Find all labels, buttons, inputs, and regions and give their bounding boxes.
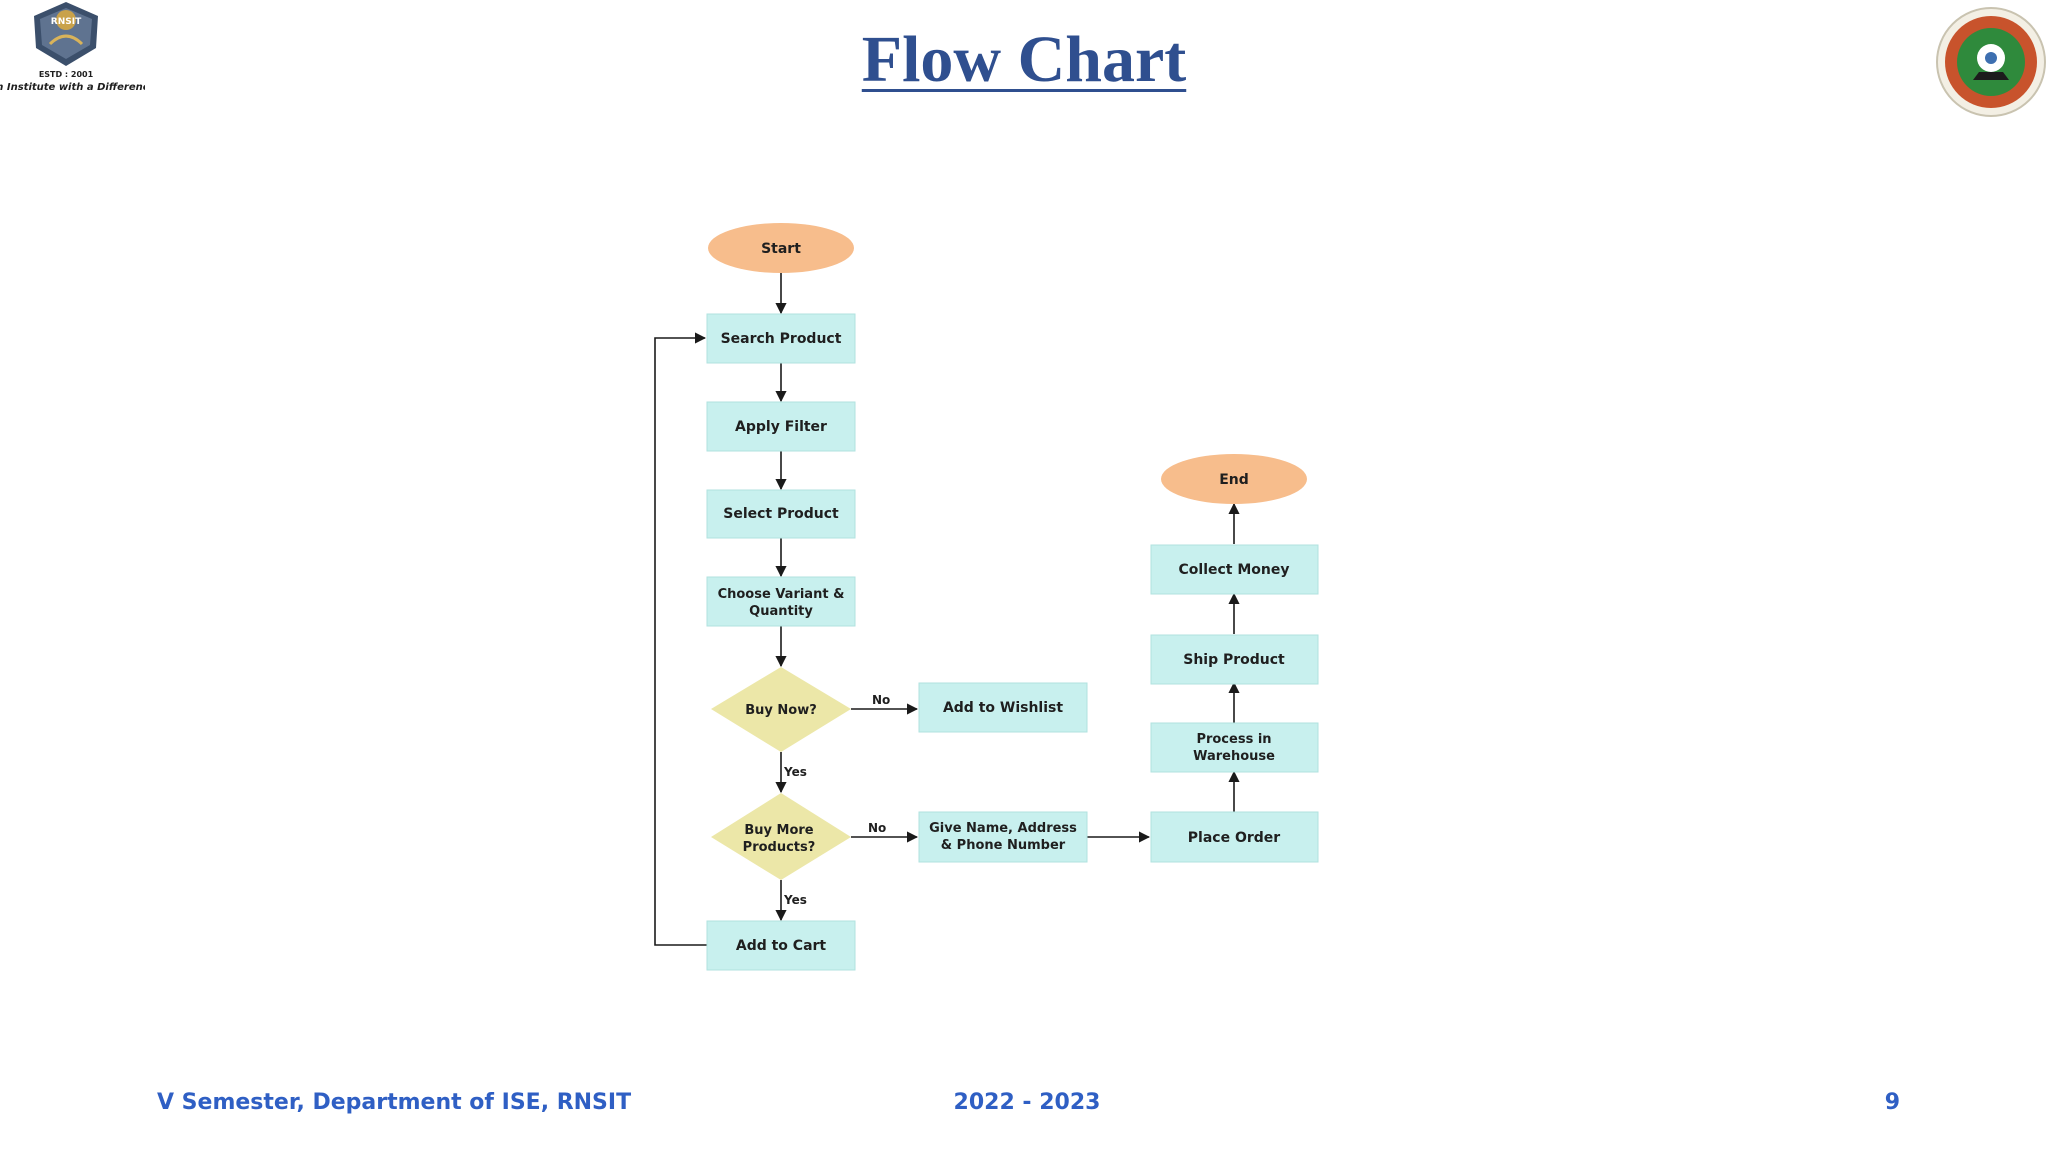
- edge-label-buynow-yes: Yes: [783, 765, 807, 779]
- node-address: Give Name, Address & Phone Number: [918, 811, 1088, 863]
- node-buymore-shape: [711, 793, 851, 880]
- node-buynow-label: Buy Now?: [745, 703, 817, 718]
- node-variant-label-line2: Quantity: [749, 604, 813, 619]
- node-place-label: Place Order: [1188, 830, 1280, 846]
- node-variant: Choose Variant & Quantity: [706, 576, 856, 627]
- node-collect-shape: [1150, 544, 1319, 595]
- node-end-label: End: [1219, 472, 1249, 488]
- node-start-shape: [708, 223, 854, 273]
- node-filter-label: Apply Filter: [735, 419, 827, 435]
- edge-cart-loop-search: [654, 332, 707, 946]
- node-search-shape: [706, 313, 856, 364]
- node-buymore: Buy More Products?: [711, 793, 851, 880]
- logo-estd: ESTD : 2001: [39, 70, 94, 79]
- node-collect-label: Collect Money: [1179, 562, 1290, 578]
- node-end: End: [1161, 454, 1307, 504]
- node-buynow: Buy Now?: [711, 667, 851, 752]
- node-address-label-line2: & Phone Number: [941, 838, 1066, 853]
- node-cart-shape: [706, 920, 856, 971]
- node-filter-shape: [706, 401, 856, 452]
- node-ship-shape: [1150, 634, 1319, 685]
- node-address-label-line1: Give Name, Address: [929, 821, 1077, 836]
- slide-title: Flow Chart: [861, 23, 1187, 96]
- node-start: Start: [708, 223, 854, 273]
- node-ship-label: Ship Product: [1183, 652, 1285, 668]
- node-wishlist-shape: [918, 682, 1088, 733]
- node-warehouse: Process in Warehouse: [1150, 722, 1319, 773]
- node-search-label: Search Product: [721, 331, 842, 347]
- node-variant-label-line1: Choose Variant &: [718, 587, 845, 602]
- node-filter: Apply Filter: [706, 401, 856, 452]
- node-collect: Collect Money: [1150, 544, 1319, 595]
- edge-labels: No Yes No Yes: [783, 693, 890, 907]
- node-wishlist: Add to Wishlist: [918, 682, 1088, 733]
- node-search: Search Product: [706, 313, 856, 364]
- node-select-label: Select Product: [723, 506, 839, 522]
- footer-department: V Semester, Department of ISE, RNSIT: [157, 1090, 632, 1115]
- node-select: Select Product: [706, 489, 856, 539]
- edge-label-buymore-yes: Yes: [783, 893, 807, 907]
- edge-label-buymore-no: No: [868, 821, 886, 835]
- logo-tagline: An Institute with a Difference: [0, 82, 145, 93]
- node-select-shape: [706, 489, 856, 539]
- node-buynow-shape: [711, 667, 851, 752]
- node-cart-label: Add to Cart: [736, 938, 827, 954]
- footer-year: 2022 - 2023: [953, 1090, 1101, 1115]
- footer-page-number: 9: [1884, 1090, 1900, 1115]
- node-buymore-label-line2: Products?: [743, 840, 816, 855]
- node-place: Place Order: [1150, 811, 1319, 863]
- node-warehouse-label-line1: Process in: [1196, 732, 1271, 747]
- node-place-shape: [1150, 811, 1319, 863]
- node-start-label: Start: [761, 241, 801, 257]
- node-ship: Ship Product: [1150, 634, 1319, 685]
- node-warehouse-label-line2: Warehouse: [1193, 749, 1275, 764]
- node-end-shape: [1161, 454, 1307, 504]
- node-cart: Add to Cart: [706, 920, 856, 971]
- edge-label-buynow-no: No: [872, 693, 890, 707]
- node-buymore-label-line1: Buy More: [744, 823, 813, 838]
- flow-edges: [654, 273, 1240, 946]
- node-address-shape: [918, 811, 1088, 863]
- logo-monogram: RNSIT: [51, 17, 82, 27]
- node-warehouse-shape: [1150, 722, 1319, 773]
- rnsit-logo: RNSIT ESTD : 2001 An Institute with a Di…: [0, 0, 156, 100]
- university-seal-icon: [1935, 2, 2048, 122]
- node-variant-shape: [706, 576, 856, 627]
- node-wishlist-label: Add to Wishlist: [943, 700, 1063, 716]
